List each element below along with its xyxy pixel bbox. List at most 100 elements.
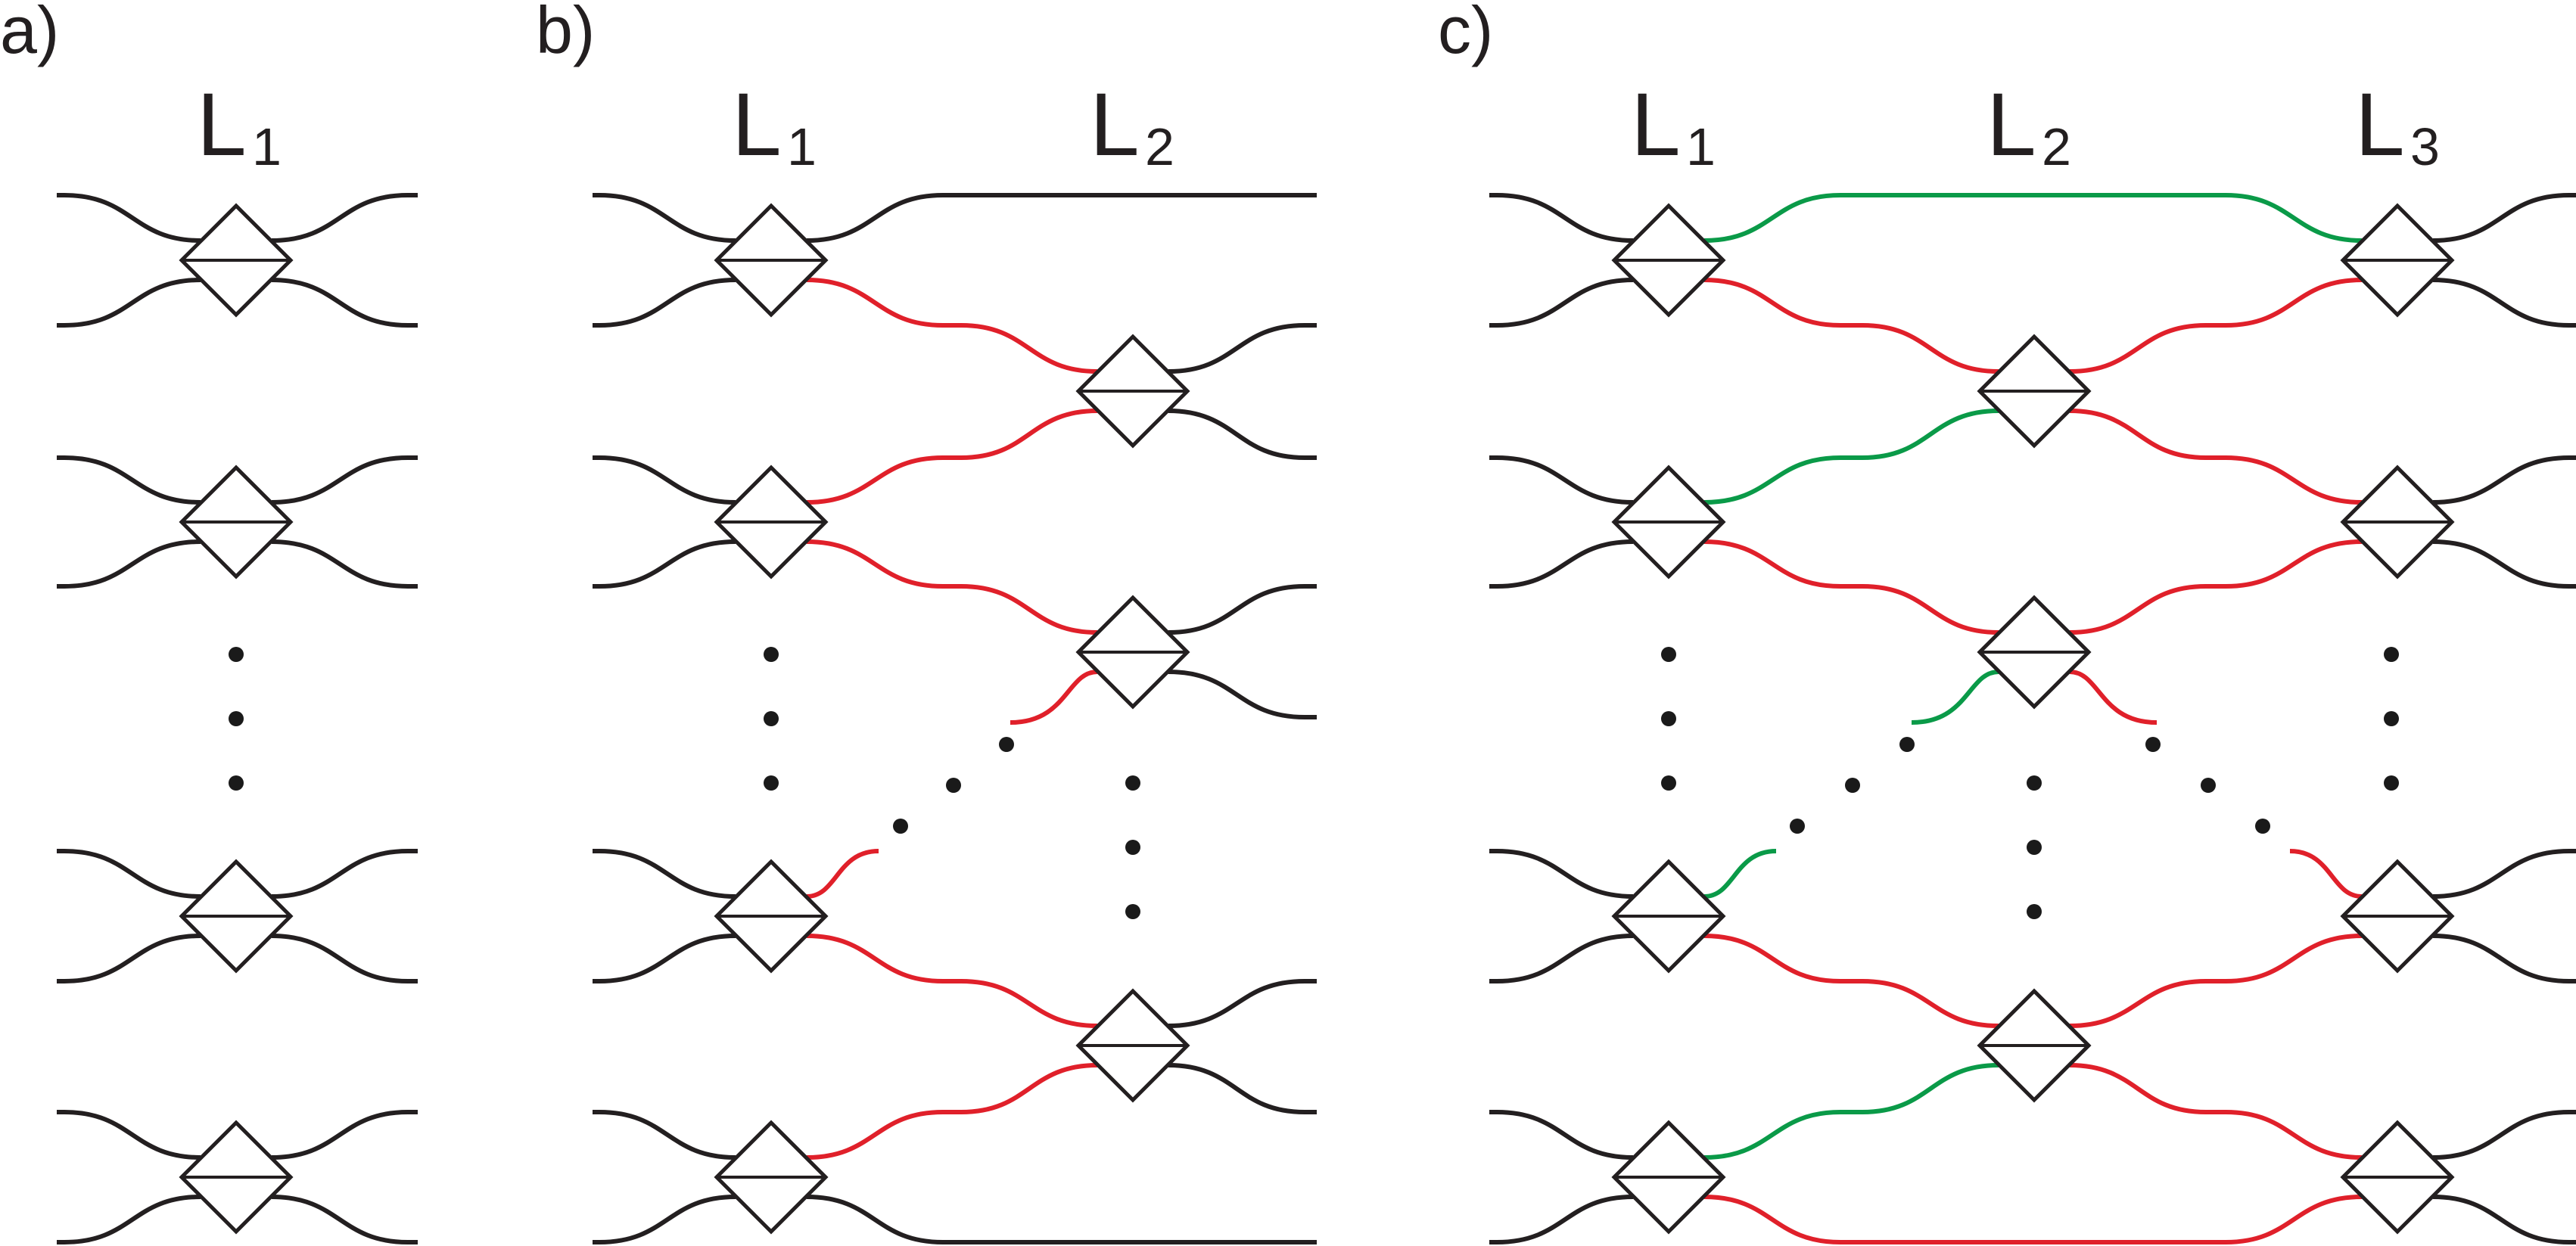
output-waveguide [2432,849,2576,899]
ellipsis-dot [229,647,244,662]
input-waveguide [57,1110,201,1160]
beam-splitter [1977,595,2092,710]
ellipsis-dot [1845,778,1860,793]
labels-layer: a) b) c) L 1 L 1 L 2 L 1 L 2 L 3 [0,0,2440,176]
input-waveguide [1489,539,1634,589]
coupled-waveguide [2069,278,2363,374]
panel-b-label: b) [536,0,595,67]
beam-splitter [1075,988,1190,1103]
coupled-waveguide [806,278,1098,374]
ellipsis-dot [2027,840,2042,855]
svg-text:1: 1 [787,117,817,176]
input-waveguide [57,1195,201,1244]
output-waveguide [1168,584,1317,635]
panel-b-column-2-label: L 2 [1090,75,1174,176]
beam-splitter [1611,859,1726,974]
output-waveguide [271,1195,418,1244]
truncated-waveguide [2289,849,2363,899]
ellipsis-dot [229,711,244,726]
ellipsis-dot [946,778,961,793]
truncated-waveguide [2069,670,2158,725]
input-waveguide [57,539,201,589]
svg-text:1: 1 [252,117,282,176]
output-waveguide [1168,670,1317,719]
svg-text:L: L [1631,75,1681,175]
beam-splitter [1977,334,2092,449]
input-waveguide [57,278,201,328]
output-waveguide [1168,323,1317,374]
coupled-waveguide [1703,1063,1999,1160]
ellipsis-dot [1899,737,1915,752]
output-waveguide [271,455,418,505]
coupled-waveguide [1703,934,1999,1028]
input-waveguide [593,455,736,505]
svg-text:3: 3 [2410,117,2440,176]
output-waveguide [806,1195,1317,1244]
beam-splitter [1611,203,1726,318]
beam-splitter [1611,1120,1726,1235]
truncated-waveguide [806,849,879,899]
svg-text:L: L [2355,75,2405,175]
input-waveguide [593,193,736,243]
input-waveguide [57,849,201,899]
input-waveguide [593,1110,736,1160]
input-waveguide [57,193,201,243]
beam-splitter [2340,859,2455,974]
coupled-waveguide [1703,539,1999,635]
coupled-waveguide [2069,1063,2363,1160]
svg-text:L: L [197,75,247,175]
beam-splitter-layer [179,203,2455,1235]
output-waveguide [271,278,418,328]
input-waveguide [57,934,201,983]
input-waveguide [593,849,736,899]
beam-splitter [2340,203,2455,318]
panel-c-column-1-label: L 1 [1631,75,1716,176]
panel-c-column-2-label: L 2 [1986,75,2071,176]
ellipsis-dot [764,647,779,662]
coupled-waveguide [2069,409,2363,505]
waveguide-layer [57,193,2576,1244]
output-waveguide [271,193,418,243]
output-waveguide [1168,409,1317,460]
output-waveguide [271,1110,418,1160]
output-waveguide [271,539,418,589]
truncated-waveguide [1911,670,1999,725]
svg-text:L: L [732,75,782,175]
svg-text:1: 1 [1686,117,1716,176]
ellipsis-dot [229,775,244,791]
ellipsis-dot [1125,904,1140,919]
svg-text:2: 2 [2042,117,2071,176]
beam-splitter [179,203,294,318]
ellipsis-dot [764,775,779,791]
coupled-waveguide [2069,539,2363,635]
beam-splitter [1977,988,2092,1103]
svg-text:L: L [1986,75,2036,175]
input-waveguide [593,1195,736,1244]
ellipsis-dot [2201,778,2216,793]
output-waveguide [271,849,418,899]
output-waveguide [2432,539,2576,589]
output-waveguide [2432,1195,2576,1244]
coupled-waveguide [806,539,1098,635]
input-waveguide [1489,1195,1634,1244]
ellipsis-dot [999,737,1014,752]
output-waveguide [2432,934,2576,983]
output-waveguide [1168,979,1317,1028]
input-waveguide [57,455,201,505]
input-waveguide [1489,934,1634,983]
output-waveguide [2432,455,2576,505]
ellipsis-dot [1661,711,1676,726]
beam-splitter [1075,334,1190,449]
truncated-waveguide [1703,849,1777,899]
ellipsis-dot [2384,775,2399,791]
ellipsis-dot [2145,737,2161,752]
svg-text:L: L [1090,75,1140,175]
ellipsis-dot [2027,775,2042,791]
coupled-waveguide [1703,409,1999,505]
panel-b-column-1-label: L 1 [732,75,817,176]
input-waveguide [1489,193,1634,243]
panel-c-column-3-label: L 3 [2355,75,2440,176]
ellipsis-dot [2384,647,2399,662]
coupled-waveguide [1703,193,2363,243]
